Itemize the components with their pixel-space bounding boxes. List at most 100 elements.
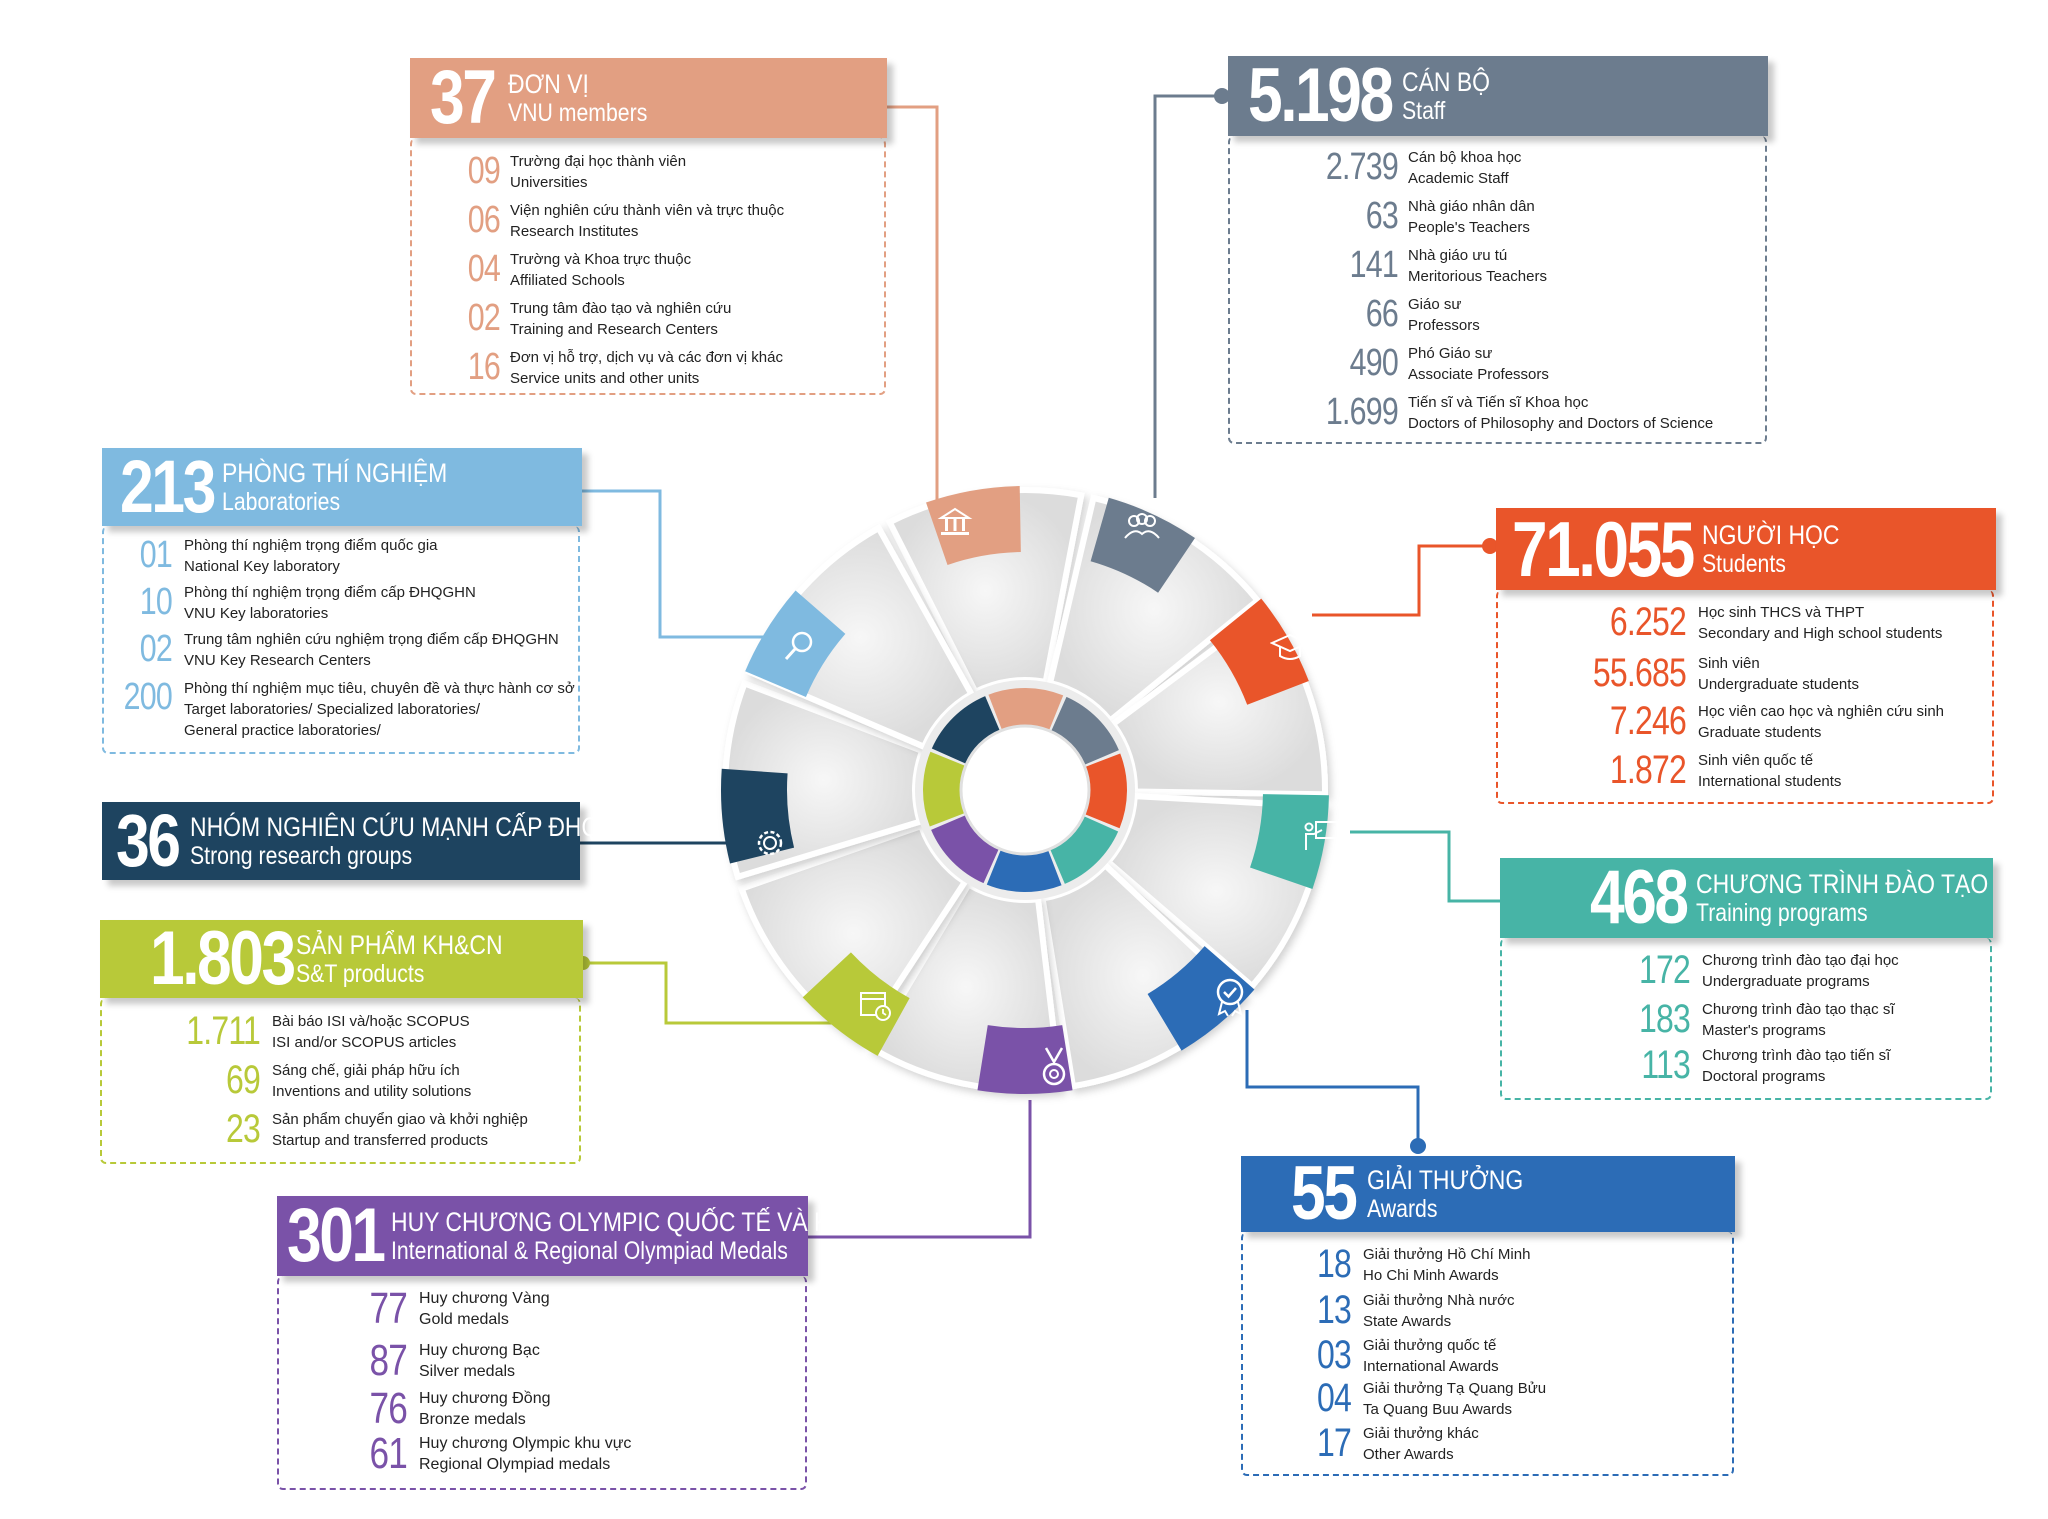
- labs-box: [102, 526, 580, 754]
- students-title-vn: NGƯỜI HỌC: [1702, 519, 1840, 550]
- members-title-en: VNU members: [508, 99, 648, 128]
- programs-box: [1500, 938, 1992, 1100]
- presentation-board-icon: [1302, 818, 1342, 854]
- calendar-clock-icon: [857, 987, 893, 1023]
- products-box: [100, 998, 581, 1164]
- connector-staff: [1153, 94, 1222, 498]
- students-panel: 71.055 NGƯỜI HỌC Students 6.252 Học sinh…: [1496, 508, 1996, 808]
- staff-title-vn: CÁN BỘ: [1402, 66, 1491, 97]
- students-item: 7.246 Học viên cao học và nghiên cứu sin…: [1609, 699, 1945, 743]
- members-number: 37: [430, 55, 497, 140]
- medal-icon: [1038, 1046, 1070, 1090]
- products-header: 1.803 SẢN PHẨM KH&CN S&T products: [100, 920, 583, 998]
- medals-header: 301 HUY CHƯƠNG OLYMPIC QUỐC TẾ VÀ KHU VỰ…: [277, 1193, 920, 1278]
- labs-title-vn: PHÒNG THÍ NGHIỆM: [222, 457, 448, 488]
- awards-number: 55: [1291, 1151, 1358, 1236]
- labs-item: 02 Trung tâm nghiên cứu nghiệm trọng điể…: [139, 628, 559, 670]
- staff-number: 5.198: [1248, 53, 1394, 138]
- staff-box: [1228, 136, 1767, 444]
- wheel-inner-students: [1084, 753, 1128, 829]
- awards-title-vn: GIẢI THƯỞNG: [1367, 1164, 1524, 1195]
- awards-panel: 55 GIẢI THƯỞNG Awards 18 Giải thưởng Hồ …: [1241, 1156, 1735, 1480]
- members-title-vn: ĐƠN VỊ: [508, 68, 589, 99]
- people-group-icon: [1122, 510, 1162, 544]
- members-box: [410, 138, 886, 395]
- wheel-tab-medals: [977, 1025, 1073, 1094]
- wheel-tab-programs: [1250, 794, 1329, 889]
- connector-staff-dot: [1214, 88, 1230, 104]
- wheel-tab-members: [926, 486, 1021, 565]
- programs-title-vn: CHƯƠNG TRÌNH ĐÀO TẠO: [1696, 868, 1989, 899]
- connector-members: [887, 105, 939, 505]
- staff-header: 5.198 CÁN BỘ Staff: [1228, 56, 1768, 136]
- connector-labs: [582, 489, 780, 639]
- medals-title-en: International & Regional Olympiad Medals: [391, 1237, 788, 1266]
- labs-number: 213: [120, 445, 216, 528]
- members-panel: 37 ĐƠN VỊ VNU members 09 Trường đại học …: [410, 58, 887, 400]
- institution-icon: [937, 504, 973, 540]
- programs-header: 468 CHƯƠNG TRÌNH ĐÀO TẠO Training progra…: [1500, 858, 1993, 938]
- wheel-inner-medals: [931, 815, 999, 884]
- labs-title-en: Laboratories: [222, 488, 341, 517]
- wheel-inner-programs: [1050, 816, 1119, 884]
- labs-header: 213 PHÒNG THÍ NGHIỆM Laboratories: [102, 448, 582, 526]
- wheel-tab-products: [802, 952, 910, 1056]
- staff-title-en: Staff: [1402, 97, 1446, 126]
- students-header: 71.055 NGƯỜI HỌC Students: [1496, 508, 1996, 590]
- awards-title-en: Awards: [1367, 1195, 1438, 1224]
- students-number: 71.055: [1512, 505, 1695, 593]
- programs-title-en: Training programs: [1696, 899, 1868, 928]
- members-header: 37 ĐƠN VỊ VNU members: [410, 58, 887, 138]
- connector-programs: [1350, 830, 1507, 903]
- groups-title-en: Strong research groups: [190, 842, 413, 871]
- magnifier-icon: [782, 629, 816, 663]
- awards-header: 55 GIẢI THƯỞNG Awards: [1241, 1156, 1735, 1232]
- medals-number: 301: [287, 1193, 386, 1278]
- labs-item: 200 Phòng thí nghiệm mục tiêu, chuyên đề…: [123, 676, 575, 739]
- staff-panel: 5.198 CÁN BỘ Staff 2.739 Cán bộ khoa học…: [1228, 56, 1768, 448]
- connector-students-dot: [1482, 538, 1498, 554]
- products-title-vn: SẢN PHẨM KH&CN: [296, 929, 503, 960]
- programs-panel: 468 CHƯƠNG TRÌNH ĐÀO TẠO Training progra…: [1500, 858, 1993, 1104]
- connector-medals: [808, 1100, 1032, 1239]
- awards-box: [1241, 1232, 1734, 1476]
- wheel-inner-products: [922, 751, 966, 827]
- labs-panel: 213 PHÒNG THÍ NGHIỆM Laboratories 01 Phò…: [102, 448, 582, 758]
- members-item: 06 Viện nghiên cứu thành viên và trực th…: [467, 199, 785, 241]
- connector-awards: [1245, 1010, 1420, 1146]
- wheel-tab-students: [1209, 598, 1309, 705]
- award-badge-icon: [1211, 976, 1249, 1018]
- wheel-tab-awards: [1147, 946, 1255, 1051]
- medals-box: [277, 1276, 807, 1490]
- groups-header: 36 NHÓM NGHIÊN CỨU MẠNH CẤP ĐHQGHN Stron…: [102, 802, 650, 880]
- wheel-hub-center: [959, 724, 1091, 856]
- students-box: [1496, 590, 1994, 804]
- wheel-tab-staff: [1090, 497, 1195, 593]
- wheel-inner-awards: [986, 849, 1062, 892]
